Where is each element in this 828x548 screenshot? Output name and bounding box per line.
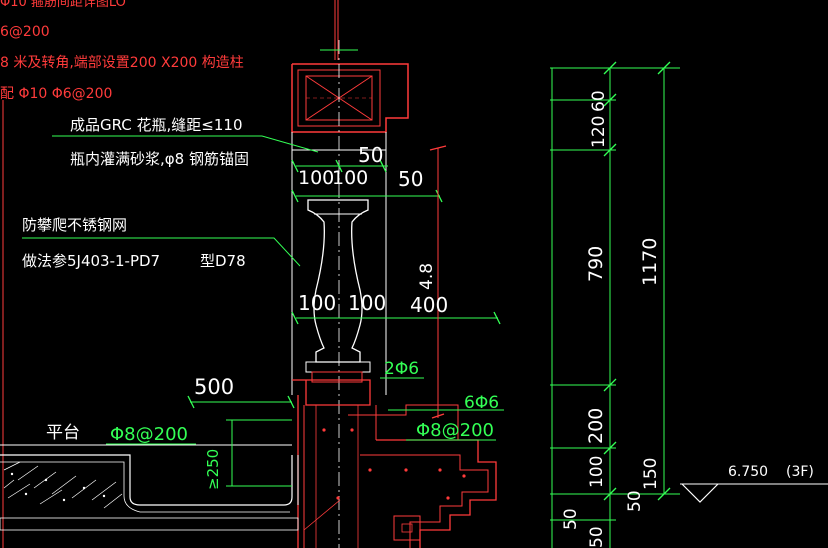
note-line-4: 配 Φ10 Φ6@200 — [0, 86, 112, 102]
coping-cap — [291, 63, 409, 133]
grc-vase-note-1: 成品GRC 花瓶,缝距≤110 — [70, 116, 243, 134]
grc-vase-note-2: 瓶内灌满砂浆,φ8 钢筋锚固 — [70, 150, 249, 168]
dim-v-790: 790 — [585, 246, 607, 282]
elevation-value: 6.750 — [728, 464, 768, 480]
left-wall-lines — [2, 0, 339, 548]
dim-100-b: 100 — [332, 167, 368, 189]
leader-lines — [22, 135, 319, 267]
grc-vase-baluster — [305, 199, 371, 373]
platform-slab — [0, 444, 299, 531]
anti-climb-note-2: 做法参5J403-1-PD7 — [22, 252, 160, 270]
rebar-2phi6: 2Φ6 — [384, 359, 419, 379]
dim-500: 500 — [194, 375, 234, 399]
note-line-2: 6@200 — [0, 24, 50, 40]
elevation-marker: 6.750 (3F) — [680, 464, 828, 503]
dim-100-a: 100 — [298, 167, 334, 189]
dim-4-8: 4.8 — [417, 263, 437, 290]
dimension-ticks — [187, 159, 501, 409]
dim-50-top: 50 — [358, 143, 383, 167]
dim-v-60-120: 120 — [589, 116, 609, 148]
slab-dots — [10, 472, 106, 502]
dim-100-mid-a: 100 — [298, 291, 336, 315]
dim-250: ≥250 — [204, 449, 222, 490]
dim-v-150: 150 — [641, 458, 661, 490]
elevation-floor: (3F) — [786, 464, 814, 480]
rebar-phi8-200-b: Φ8@200 — [416, 420, 494, 441]
dim-v-100: 100 — [587, 456, 607, 488]
dim-v-200: 200 — [585, 408, 607, 444]
vertical-dimensions — [550, 67, 680, 548]
rebar-6phi6: 6Φ6 — [464, 393, 499, 413]
dim-v-50-c: 50 — [587, 526, 607, 548]
dim-v-120-visible: 120 — [589, 116, 609, 148]
dim-100-mid-b: 100 — [348, 291, 386, 315]
top-notes: Φ10 箍筋间距详图LO 6@200 8 米及转角,端部设置200 X200 构… — [0, 0, 244, 102]
horizontal-dimensions — [106, 165, 504, 487]
dim-v-50-b: 50 — [561, 508, 581, 530]
platform-label: 平台 — [46, 423, 80, 443]
note-line-3: 8 米及转角,端部设置200 X200 构造柱 — [0, 55, 244, 71]
anti-climb-type: 型D78 — [200, 252, 246, 270]
dim-400: 400 — [410, 293, 448, 317]
slab-hatch — [3, 461, 123, 509]
anti-climb-note-1: 防攀爬不锈钢网 — [22, 216, 127, 234]
dim-v-50-a: 50 — [625, 490, 645, 512]
vertical-dimension-ticks — [603, 61, 671, 501]
note-line-1: Φ10 箍筋间距详图LO — [0, 0, 126, 10]
dim-v-1170: 1170 — [639, 238, 661, 286]
dim-v-60: 60 — [589, 90, 609, 112]
dim-50-right: 50 — [398, 167, 423, 191]
rebar-phi8-200-a: Φ8@200 — [110, 424, 188, 445]
railing-posts — [291, 132, 387, 395]
